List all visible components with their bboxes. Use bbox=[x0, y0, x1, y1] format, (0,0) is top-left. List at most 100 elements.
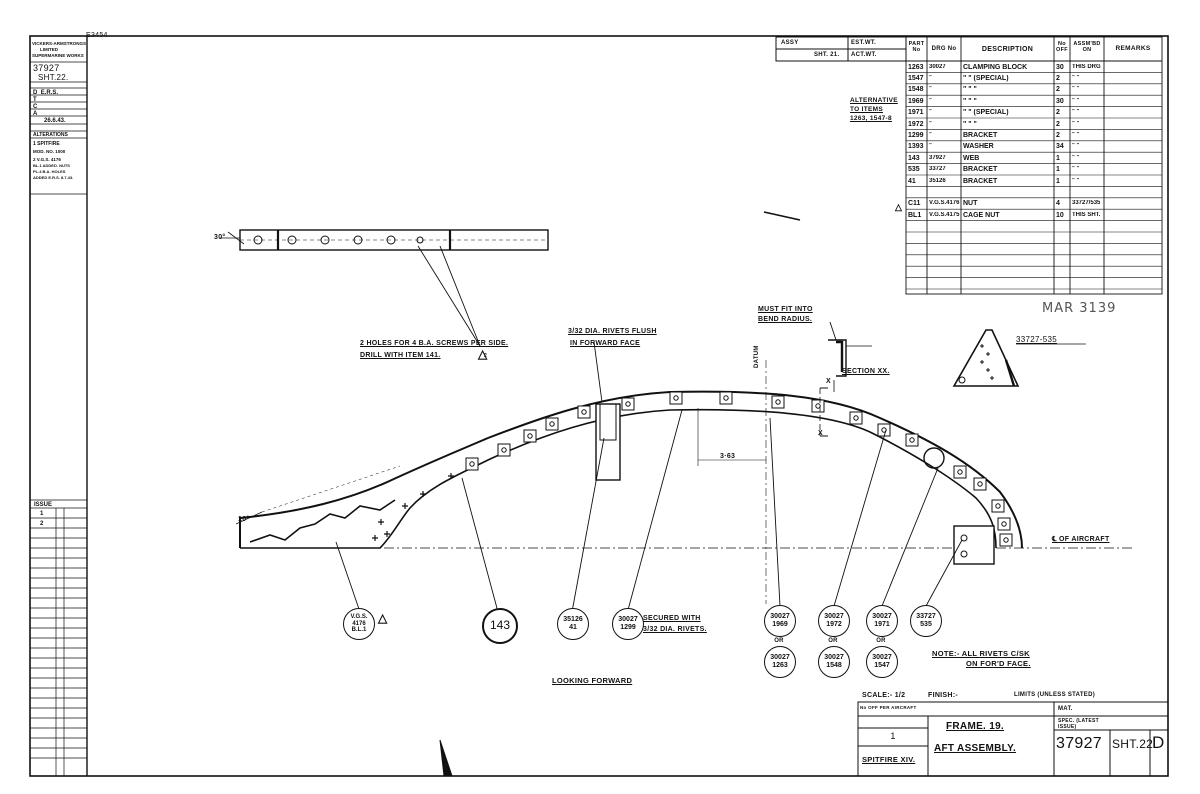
clamp-block bbox=[719, 391, 733, 405]
header-part-no: PART No bbox=[908, 41, 925, 54]
or-label: OR bbox=[876, 638, 886, 644]
clamp-block bbox=[669, 391, 683, 405]
table-cell: NUT bbox=[963, 200, 978, 208]
secured-with-1: SECURED WITH bbox=[643, 615, 701, 622]
section-xx-detail bbox=[828, 339, 872, 392]
title-drawing-number: 37927 bbox=[1056, 735, 1102, 752]
holes-alt-triangle-icon: △ bbox=[478, 347, 488, 361]
issue-mark: 2 bbox=[40, 521, 44, 527]
section-xx-label: SECTION XX. bbox=[842, 368, 890, 375]
alternative-note-1: ALTERNATIVE bbox=[850, 97, 898, 104]
dimension-3-63: 3·63 bbox=[720, 453, 736, 460]
strip-date: 26.6.43. bbox=[44, 118, 66, 124]
strip-field-d: D E.R.S. bbox=[33, 90, 59, 96]
table-cell: 1299 bbox=[908, 131, 924, 139]
issue-mark: 1 bbox=[40, 511, 44, 517]
bracket-535-detail bbox=[952, 329, 1086, 387]
table-cell: 33727/535 bbox=[1072, 200, 1101, 207]
looking-forward-label: LOOKING FORWARD bbox=[552, 676, 633, 685]
table-cell: 2 bbox=[1056, 109, 1060, 117]
table-cell: V.G.S.4176 bbox=[929, 200, 960, 207]
issue-grid bbox=[30, 508, 87, 776]
corner-note: E3454 bbox=[86, 32, 108, 39]
table-cell: " bbox=[929, 143, 932, 150]
finish-label: FINISH:- bbox=[928, 692, 959, 699]
left-strip-lines bbox=[30, 61, 87, 509]
table-cell: " " bbox=[1072, 86, 1080, 93]
table-cell: 1263 bbox=[908, 63, 924, 71]
header-no-off: No OFF bbox=[1056, 41, 1068, 54]
table-cell: 4 bbox=[1056, 200, 1060, 208]
top-strip-view bbox=[220, 229, 549, 347]
table-cell: 30027 bbox=[929, 63, 946, 70]
table-cell: V.G.S.4175 bbox=[929, 211, 960, 218]
table-cell: 37927 bbox=[929, 154, 946, 161]
table-cell: 1971 bbox=[908, 109, 924, 117]
frame-main-view bbox=[235, 360, 1132, 604]
table-cell: " " (SPECIAL) bbox=[963, 74, 1009, 82]
header-assembled-on: ASSM'BD ON bbox=[1073, 41, 1101, 54]
table-cell: 34 bbox=[1056, 143, 1064, 151]
clamp-block bbox=[877, 423, 891, 437]
table-cell: " " (SPECIAL) bbox=[963, 109, 1009, 117]
centreline-label: ℄ OF AIRCRAFT bbox=[1052, 536, 1110, 543]
rivets-csk-note-1: NOTE:- ALL RIVETS C/SK bbox=[932, 649, 1030, 658]
table-cell: 1547 bbox=[908, 74, 924, 82]
secured-with-2: 3/32 DIA. RIVETS. bbox=[643, 626, 707, 633]
title-block-lines bbox=[857, 701, 1169, 777]
clamp-block bbox=[997, 517, 1011, 531]
clamp-block bbox=[621, 397, 635, 411]
parts-table-grid bbox=[905, 36, 1163, 295]
table-cell: 1 bbox=[1056, 177, 1060, 185]
table-cell: 33727 bbox=[929, 166, 946, 173]
table-cell: " " bbox=[1072, 97, 1080, 104]
holes-note-2: DRILL WITH ITEM 141. bbox=[360, 352, 441, 359]
rivets-note-1: 3/32 DIA. RIVETS FLUSH bbox=[568, 328, 657, 335]
table-cell: 1 bbox=[1056, 154, 1060, 162]
maker-line-1: VICKERS-ARMSTRONGS bbox=[32, 41, 87, 46]
table-cell: 2 bbox=[1056, 74, 1060, 82]
spec-label: SPEC. (LATEST ISSUE) bbox=[1058, 718, 1100, 730]
sheet-border bbox=[29, 35, 1169, 777]
table-cell: " " bbox=[1072, 154, 1080, 161]
clamp-block bbox=[545, 417, 559, 431]
header-drg-no: DRG No bbox=[931, 46, 957, 52]
table-cell: 535 bbox=[908, 166, 920, 174]
clamp-block bbox=[465, 457, 479, 471]
table-cell: 1 bbox=[1056, 166, 1060, 174]
table-cell: " " bbox=[1072, 131, 1080, 138]
no-off-value: 1 bbox=[890, 731, 896, 741]
assy-sheet: SHT. 21. bbox=[814, 52, 840, 58]
table-cell: " bbox=[929, 131, 932, 138]
datum-label: DATUM bbox=[754, 345, 760, 368]
table-cell: 30 bbox=[1056, 97, 1064, 105]
table-cell: " " " bbox=[963, 86, 977, 94]
strip-drawing-number: 37927 bbox=[33, 63, 60, 73]
table-cell: " " bbox=[1072, 120, 1080, 127]
strip-field-c: C bbox=[33, 104, 38, 110]
header-remarks: REMARKS bbox=[1115, 45, 1151, 52]
alternative-note-3: 1263, 1547-8 bbox=[850, 115, 892, 122]
header-description: DESCRIPTION bbox=[981, 46, 1034, 53]
holes-alt-ref: 2 bbox=[484, 353, 488, 359]
table-cell: BRACKET bbox=[963, 177, 998, 185]
table-cell: THIS DRG bbox=[1072, 63, 1101, 70]
clamp-block bbox=[849, 411, 863, 425]
alterations-header: ALTERATIONS bbox=[33, 132, 68, 138]
clamp-block bbox=[973, 477, 987, 491]
strip-field-t: T bbox=[33, 97, 37, 103]
table-cell: WASHER bbox=[963, 143, 994, 151]
clamp-block bbox=[523, 429, 537, 443]
table-cell: 143 bbox=[908, 154, 920, 162]
section-x-mark-top: X bbox=[826, 378, 831, 385]
table-cell: " bbox=[929, 86, 932, 93]
must-fit-note-1: MUST FIT INTO bbox=[758, 306, 813, 313]
table-cell: " bbox=[929, 74, 932, 81]
